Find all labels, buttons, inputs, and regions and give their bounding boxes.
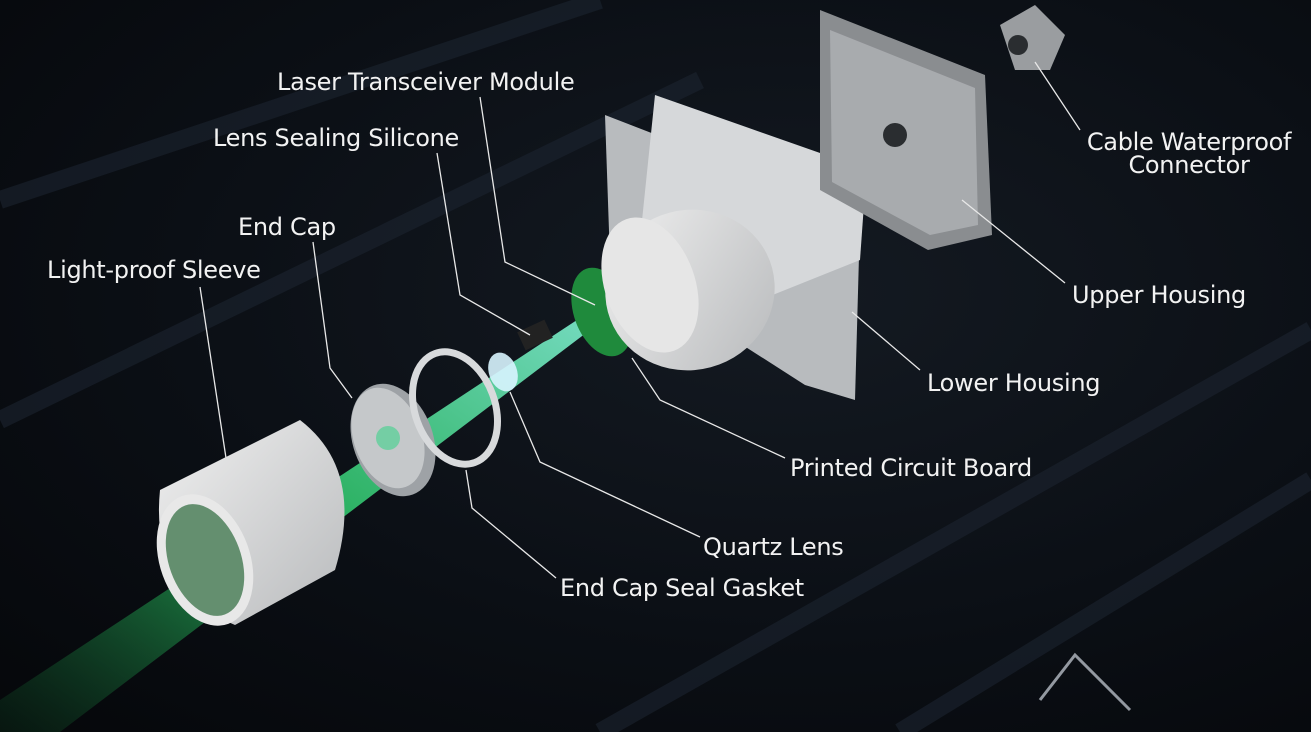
end-cap [350, 383, 436, 497]
label-quartz-lens: Quartz Lens [703, 533, 844, 561]
label-cable-waterproof-connector: Cable Waterproof Connector [1080, 128, 1298, 179]
leader-upper-housing [961, 199, 1066, 284]
label-end-cap-seal-gasket: End Cap Seal Gasket [560, 574, 804, 602]
label-laser-transceiver-module: Laser Transceiver Module [277, 68, 575, 96]
label-end-cap: End Cap [238, 213, 336, 241]
upper-housing [820, 10, 992, 250]
leader-end-cap-seal-gasket [465, 469, 557, 579]
leader-end-cap [312, 241, 353, 399]
leader-light-proof-sleeve [199, 286, 227, 459]
quartz-lens [488, 352, 518, 392]
leader-lens-sealing-silicone [436, 152, 531, 336]
leader-printed-circuit-board [631, 357, 786, 459]
leader-quartz-lens [509, 391, 701, 538]
label-light-proof-sleeve: Light-proof Sleeve [47, 256, 261, 284]
label-lens-sealing-silicone: Lens Sealing Silicone [213, 124, 459, 152]
lens-sealing-silicone [517, 319, 553, 351]
label-printed-circuit-board: Printed Circuit Board [790, 454, 1032, 482]
label-cable-waterproof-connector-line2: Connector [1128, 151, 1250, 179]
cable-waterproof-connector [1000, 5, 1065, 70]
light-proof-sleeve [156, 420, 345, 626]
end-cap-seal-gasket [408, 348, 502, 468]
leader-lower-housing [851, 311, 921, 371]
lower-housing [601, 95, 865, 400]
leader-cable-waterproof-connector [1034, 61, 1081, 131]
leader-lines [199, 61, 1081, 579]
background-light-streak [1038, 652, 1132, 712]
label-lower-housing: Lower Housing [927, 369, 1101, 397]
label-upper-housing: Upper Housing [1072, 281, 1246, 309]
label-cable-waterproof-connector-line1: Cable Waterproof [1086, 128, 1292, 156]
leader-laser-transceiver-module [479, 96, 596, 306]
